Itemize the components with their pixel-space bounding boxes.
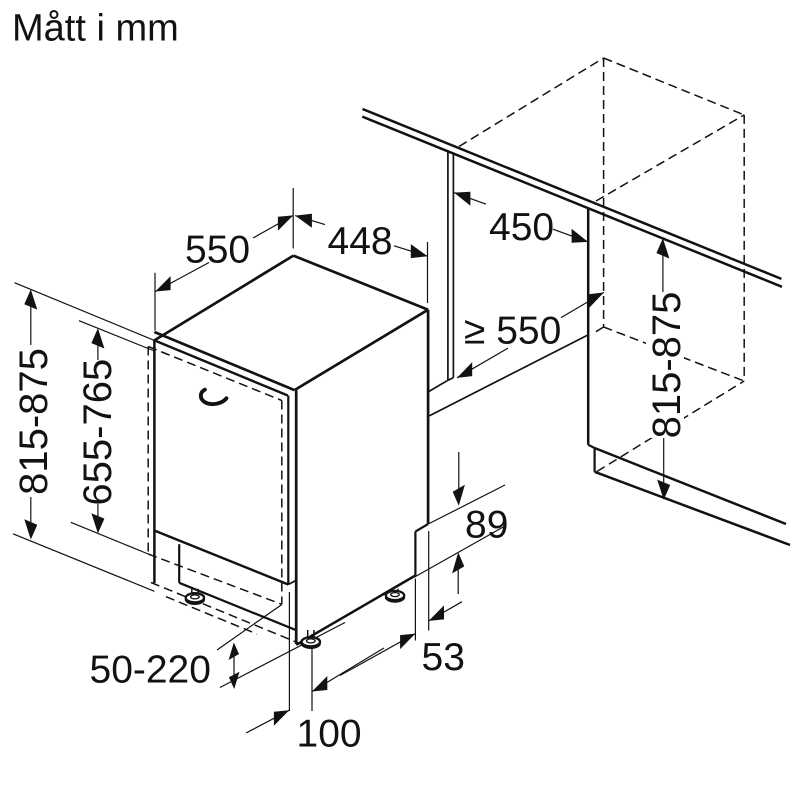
svg-text:≥ 550: ≥ 550: [464, 310, 561, 353]
svg-text:450: 450: [489, 206, 554, 249]
svg-text:100: 100: [297, 713, 362, 756]
svg-text:550: 550: [185, 229, 250, 272]
svg-text:Mått i mm: Mått i mm: [12, 8, 179, 50]
svg-text:655-765: 655-765: [76, 359, 120, 506]
svg-text:815-875: 815-875: [645, 292, 689, 439]
svg-text:53: 53: [422, 636, 465, 679]
svg-text:448: 448: [328, 220, 393, 263]
svg-text:89: 89: [465, 504, 508, 547]
svg-text:50-220: 50-220: [90, 649, 211, 692]
svg-text:815-875: 815-875: [12, 348, 56, 495]
